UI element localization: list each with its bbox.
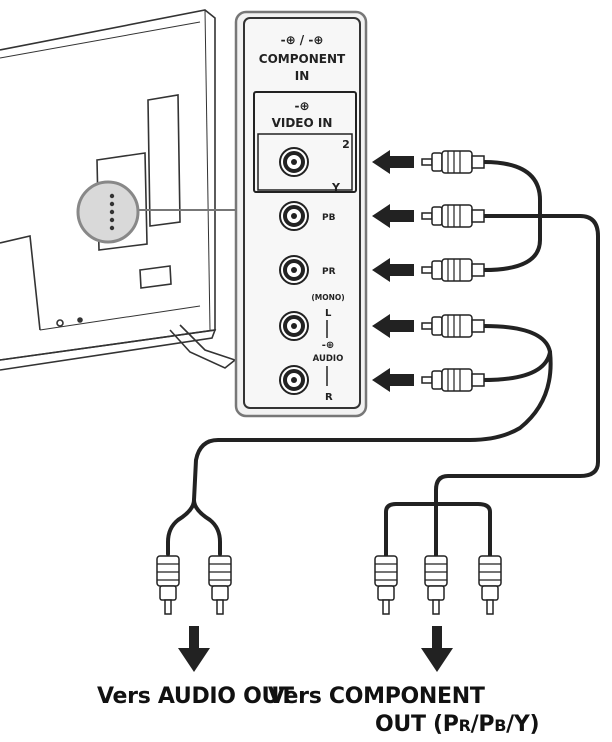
component-in-label-line2: IN	[295, 69, 310, 83]
plug-audio-r	[421, 368, 485, 392]
arrow-to-y	[372, 150, 414, 174]
jack-label-pr: PR	[322, 267, 336, 277]
component-plugs-out	[374, 555, 502, 615]
jack-label-r: R	[325, 392, 333, 403]
component-input-symbol: -⊕ / -⊕	[281, 33, 324, 47]
plug-pr	[421, 258, 485, 282]
arrow-audio-out	[178, 626, 210, 672]
plug-component-out-y	[478, 555, 502, 615]
connector-location-magnifier	[76, 180, 236, 244]
cable-component-split	[384, 502, 492, 558]
jack-label-mono: (MONO)	[311, 293, 344, 302]
caption-component-out-line1: Vers COMPONENT	[268, 684, 485, 709]
cable-audio-l	[482, 324, 552, 354]
video-in-label: VIDEO IN	[272, 116, 333, 130]
tv-back-illustration	[0, 9, 237, 371]
input-number-label: 2	[342, 138, 350, 151]
jack-audio-r	[278, 364, 310, 396]
connection-panel: -⊕ / -⊕ COMPONENT IN -⊕ VIDEO IN 2 Y PB …	[234, 10, 368, 418]
cables	[166, 160, 600, 558]
jack-pb	[278, 200, 310, 232]
arrow-component-out	[421, 626, 453, 672]
jack-label-y: Y	[331, 181, 341, 194]
jack-pr	[278, 254, 310, 286]
plug-pb	[421, 204, 485, 228]
plug-y	[421, 150, 485, 174]
arrow-to-pb	[372, 204, 414, 228]
plug-audio-out-r	[208, 555, 232, 615]
audio-plugs-out	[156, 555, 232, 615]
caption-component-out-part3: /Y)	[506, 712, 540, 737]
cable-y	[482, 160, 542, 272]
caption-audio-out: Vers AUDIO OUT	[97, 684, 294, 709]
jack-label-l: L	[325, 308, 332, 319]
arrow-to-audio-l	[372, 314, 414, 338]
audio-input-symbol: -⊕	[322, 340, 335, 351]
jack-y-video	[278, 146, 310, 178]
cable-audio	[192, 350, 553, 502]
insert-arrows	[372, 150, 414, 392]
cable-pb	[434, 214, 600, 512]
output-arrows	[178, 626, 453, 672]
jack-label-audio: AUDIO	[313, 354, 344, 364]
arrow-to-audio-r	[372, 368, 414, 392]
plug-audio-l	[421, 314, 485, 338]
component-in-label-line1: COMPONENT	[259, 52, 346, 66]
caption-component-out-line2: OUT (PR/PB/Y)	[375, 712, 540, 737]
jack-audio-l	[278, 310, 310, 342]
component-plugs-in	[421, 150, 485, 282]
cable-audio-split-r	[192, 498, 222, 556]
cable-audio-r	[482, 350, 552, 382]
plug-audio-out-l	[156, 555, 180, 615]
caption-component-out-sub-r: R	[458, 716, 471, 735]
arrow-to-pr	[372, 258, 414, 282]
plug-component-out-pr	[374, 555, 398, 615]
caption-component-out-sub-b: B	[494, 716, 507, 735]
video-input-symbol: -⊕	[294, 99, 309, 113]
caption-component-out-part1: OUT (P	[375, 712, 459, 737]
cable-audio-split-l	[166, 498, 196, 556]
plug-component-out-pb	[424, 555, 448, 615]
jack-label-pb: PB	[322, 213, 336, 223]
audio-plugs-in	[421, 314, 485, 392]
caption-component-out-part2: /P	[470, 712, 495, 737]
